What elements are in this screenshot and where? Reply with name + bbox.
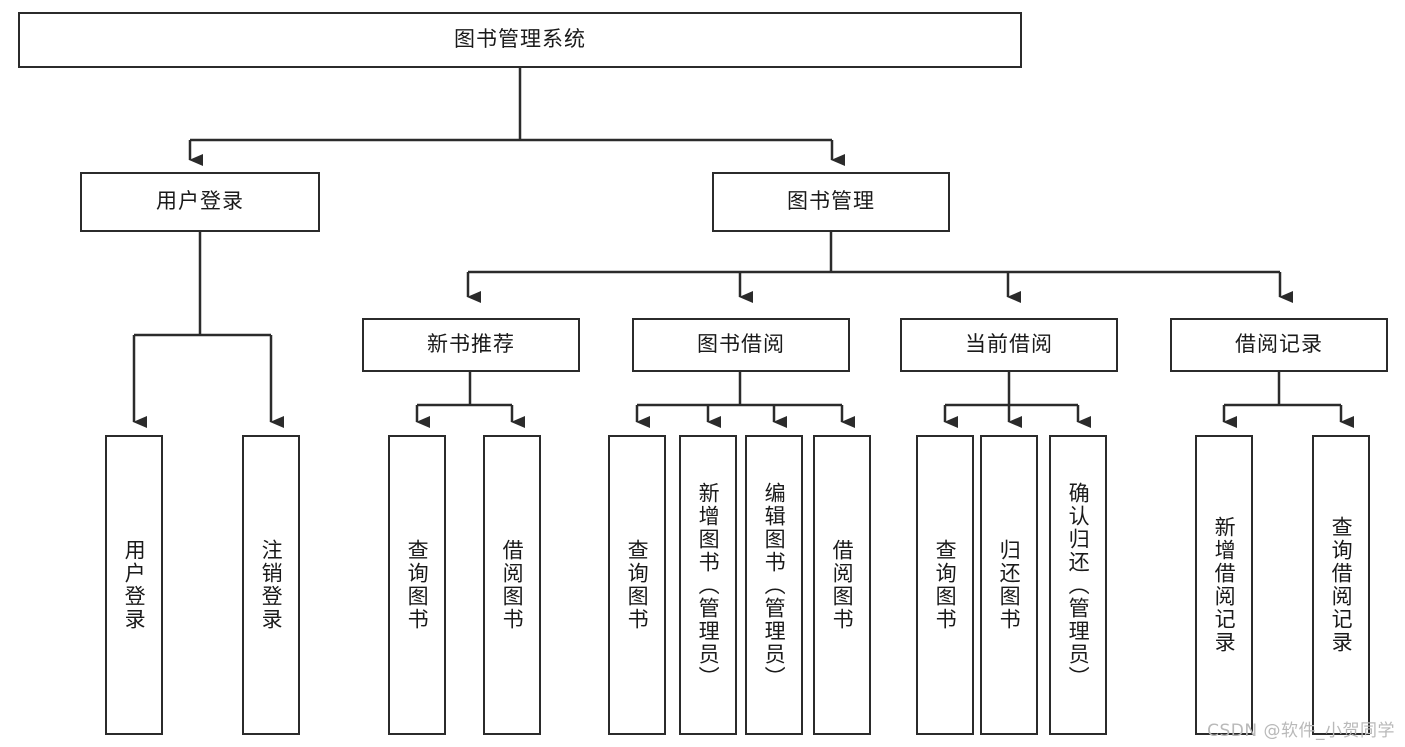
- node-label: 查询借阅记录: [1329, 516, 1354, 654]
- leaf-recommend-borrow-book[interactable]: 借阅图书: [483, 435, 541, 735]
- node-label: 用户登录: [156, 189, 244, 214]
- node-label: 当前借阅: [965, 332, 1053, 357]
- node-book-management[interactable]: 图书管理: [712, 172, 950, 232]
- node-label: 新增图书（管理员）: [696, 481, 721, 689]
- leaf-current-return-book[interactable]: 归还图书: [980, 435, 1038, 735]
- node-label: 查询图书: [933, 539, 958, 631]
- node-label: 图书借阅: [697, 332, 785, 357]
- leaf-user-logout[interactable]: 注销登录: [242, 435, 300, 735]
- node-label: 借阅图书: [830, 539, 855, 631]
- node-book-borrow[interactable]: 图书借阅: [632, 318, 850, 372]
- node-label: 新书推荐: [427, 332, 515, 357]
- leaf-current-confirm-return-admin[interactable]: 确认归还（管理员）: [1049, 435, 1107, 735]
- watermark: CSDN @软件_小贺同学: [1207, 721, 1395, 741]
- node-label: 借阅记录: [1235, 332, 1323, 357]
- node-user-login[interactable]: 用户登录: [80, 172, 320, 232]
- leaf-current-query-book[interactable]: 查询图书: [916, 435, 974, 735]
- leaf-borrow-query-book[interactable]: 查询图书: [608, 435, 666, 735]
- node-label: 用户登录: [122, 539, 147, 631]
- node-label: 注销登录: [259, 539, 284, 631]
- node-label: 新增借阅记录: [1212, 516, 1237, 654]
- node-label: 确认归还（管理员）: [1066, 481, 1091, 689]
- node-label: 查询图书: [405, 539, 430, 631]
- leaf-borrow-borrow-book[interactable]: 借阅图书: [813, 435, 871, 735]
- node-label: 图书管理系统: [454, 27, 586, 52]
- node-label: 归还图书: [997, 539, 1022, 631]
- node-new-book-recommend[interactable]: 新书推荐: [362, 318, 580, 372]
- leaf-borrow-edit-book-admin[interactable]: 编辑图书（管理员）: [745, 435, 803, 735]
- node-label: 编辑图书（管理员）: [762, 481, 787, 689]
- node-label: 图书管理: [787, 189, 875, 214]
- leaf-borrow-add-book-admin[interactable]: 新增图书（管理员）: [679, 435, 737, 735]
- leaf-user-login[interactable]: 用户登录: [105, 435, 163, 735]
- node-label: 查询图书: [625, 539, 650, 631]
- node-root-system[interactable]: 图书管理系统: [18, 12, 1022, 68]
- leaf-record-query-record[interactable]: 查询借阅记录: [1312, 435, 1370, 735]
- leaf-record-add-record[interactable]: 新增借阅记录: [1195, 435, 1253, 735]
- node-current-borrow[interactable]: 当前借阅: [900, 318, 1118, 372]
- node-borrow-record[interactable]: 借阅记录: [1170, 318, 1388, 372]
- node-label: 借阅图书: [500, 539, 525, 631]
- leaf-recommend-query-book[interactable]: 查询图书: [388, 435, 446, 735]
